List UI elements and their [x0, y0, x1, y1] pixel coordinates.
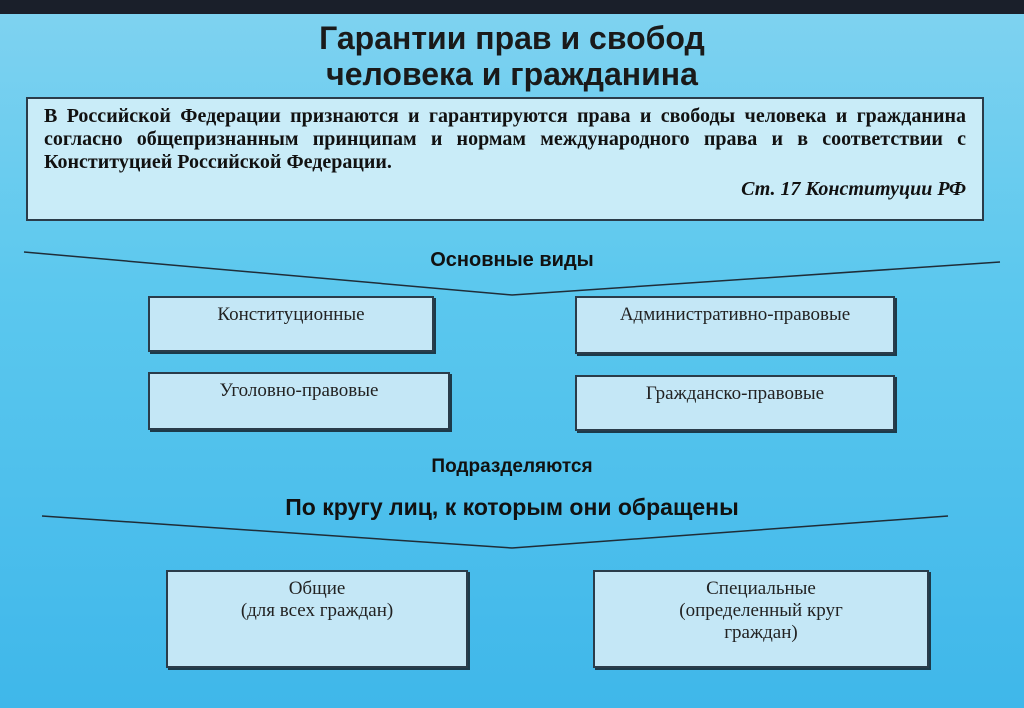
quote-source: Ст. 17 Конституции РФ — [741, 178, 966, 200]
scope-box-label: Специальные (определенный круг граждан) — [679, 578, 843, 643]
connector-line-left-2 — [41, 515, 513, 549]
type-box-criminal: Уголовно-правовые — [148, 372, 450, 430]
subdivision-criterion: По кругу лиц, к которым они обращены — [285, 494, 739, 520]
type-box-label: Гражданско-правовые — [645, 383, 825, 404]
type-box-civil: Гражданско-правовые — [575, 375, 895, 431]
connector-line-right-1 — [511, 261, 1001, 296]
connector-line-right-2 — [511, 515, 949, 549]
subdivision-heading: Подразделяются — [431, 456, 593, 477]
page-title-line-1: Гарантии прав и свобод — [319, 20, 705, 56]
type-box-administrative: Административно-правовые — [575, 296, 895, 354]
main-types-heading: Основные виды — [430, 249, 594, 271]
constitution-quote-box: В Российской Федерации признаются и гара… — [26, 97, 984, 221]
type-box-label: Уголовно-правовые — [219, 380, 379, 401]
scope-box-general: Общие (для всех граждан) — [166, 570, 468, 668]
type-box-label: Административно-правовые — [619, 304, 851, 325]
scope-box-label: Общие (для всех граждан) — [240, 578, 394, 621]
connector-line-left-1 — [23, 251, 513, 296]
type-box-constitutional: Конституционные — [148, 296, 434, 352]
type-box-label: Конституционные — [217, 304, 365, 325]
scope-box-special: Специальные (определенный круг граждан) — [593, 570, 929, 668]
page-title-line-2: человека и гражданина — [326, 56, 698, 92]
quote-text: В Российской Федерации признаются и гара… — [44, 105, 966, 173]
